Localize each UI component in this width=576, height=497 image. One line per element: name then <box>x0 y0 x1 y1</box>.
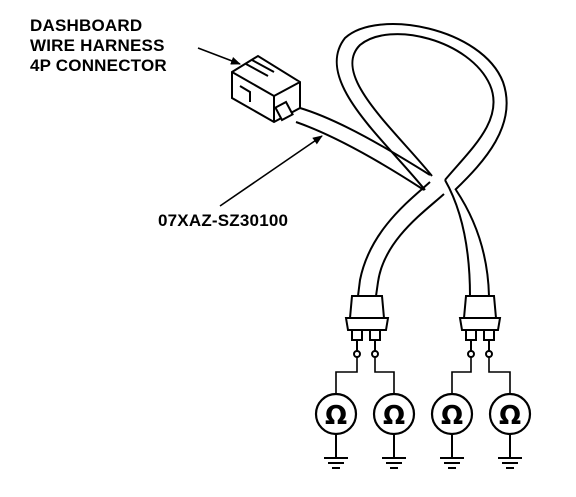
ohmmeter-1: Ω <box>314 392 358 436</box>
connector-label-line-2: WIRE HARNESS <box>30 36 165 55</box>
ohm-symbol-4: Ω <box>499 401 521 431</box>
ground-icon <box>382 434 406 469</box>
connector-label-line-1: DASHBOARD <box>30 16 143 35</box>
ground-icon <box>440 434 464 469</box>
ground-icon <box>324 434 348 469</box>
ohmmeter-2: Ω <box>372 392 416 436</box>
part-number-label: 07XAZ-SZ30100 <box>158 211 289 230</box>
connector-label: DASHBOARD WIRE HARNESS 4P CONNECTOR <box>30 16 167 76</box>
connector-label-line-3: 4P CONNECTOR <box>30 56 167 75</box>
cable-loop <box>335 23 508 191</box>
left-test-plug <box>344 295 390 358</box>
ground-icon <box>498 434 522 469</box>
left-branch-cable <box>357 181 445 297</box>
right-branch-cable <box>444 179 490 297</box>
harness-4p-connector <box>231 54 301 124</box>
leader-arrows <box>197 47 323 207</box>
ohmmeter-3: Ω <box>430 392 474 436</box>
ohmmeter-4: Ω <box>488 392 532 436</box>
main-cable <box>295 107 431 191</box>
ohm-symbol-1: Ω <box>325 401 347 431</box>
meter-leads <box>335 357 511 394</box>
ohm-symbol-2: Ω <box>383 401 405 431</box>
right-test-plug <box>458 295 502 358</box>
ohm-symbol-3: Ω <box>441 401 463 431</box>
